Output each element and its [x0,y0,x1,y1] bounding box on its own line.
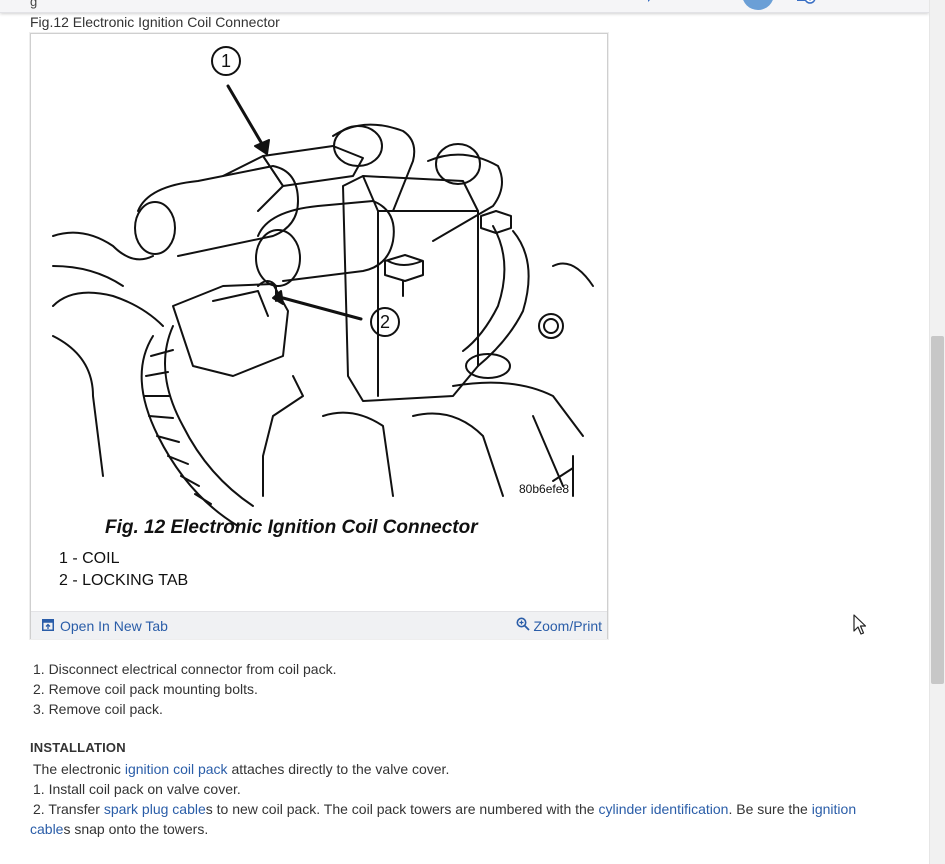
intro-text-a: The electronic [33,761,125,777]
chat-icon[interactable] [645,0,663,12]
top-bar-text: g [30,0,38,9]
removal-steps-list: 1. Disconnect electrical connector from … [33,659,336,719]
list-item: 2. Remove coil pack mounting bolts. [33,681,258,697]
ignition-coil-pack-link[interactable]: ignition coil pack [124,761,228,777]
installation-step-2: 2. Transfer spark plug cables to new coi… [30,799,910,839]
top-app-bar: g [0,0,929,13]
installation-intro: The electronic ignition coil pack attach… [33,759,913,779]
figure-image: 1 2 80b6efe8 Fig. 12 Electronic Ignition… [33,36,605,610]
figure-caption: Fig.12 Electronic Ignition Coil Connecto… [30,14,280,30]
add-document-icon[interactable] [795,0,819,12]
step2-text-d: s snap onto the towers. [63,821,209,837]
step2-text-b: s to new coil pack. The coil pack towers… [205,801,599,817]
step2-text-a: 2. Transfer [33,801,104,817]
legend-item-coil: 1 - COIL [59,550,120,567]
open-new-tab-label: Open In New Tab [60,618,168,634]
installation-heading: INSTALLATION [30,740,126,755]
intro-text-b: attaches directly to the valve cover. [227,761,450,777]
chevron-icon[interactable] [866,0,876,7]
mouse-cursor-icon [853,614,867,641]
ignition-link-part-b: cable [30,821,64,837]
list-item: 3. Remove coil pack. [33,701,163,717]
legend-item-locking-tab: 2 - LOCKING TAB [59,572,188,589]
figure-footer: Open In New Tab Zoom/Print [31,611,607,639]
figure-card: 1 2 80b6efe8 Fig. 12 Electronic Ignition… [30,33,608,639]
callout-2: 2 [380,312,390,332]
zoom-icon [516,617,530,634]
image-code: 80b6efe8 [519,482,569,496]
list-item: 1. Disconnect electrical connector from … [33,661,337,677]
installation-step-1: 1. Install coil pack on valve cover. [33,781,241,797]
cylinder-identification-link[interactable]: cylinder identification [598,801,729,817]
avatar[interactable] [742,0,774,10]
scrollbar[interactable] [929,0,945,864]
zoom-print-link[interactable]: Zoom/Print [516,617,602,634]
scrollbar-thumb[interactable] [931,336,944,684]
ignition-link-part-a: ignition [811,801,857,817]
open-new-tab-icon [42,618,54,634]
spark-plug-cable-link[interactable]: spark plug cable [103,801,206,817]
zoom-print-label: Zoom/Print [533,617,602,634]
step2-text-c: . Be sure the [728,801,812,817]
open-new-tab-link[interactable]: Open In New Tab [42,618,168,634]
image-title: Fig. 12 Electronic Ignition Coil Connect… [105,517,479,538]
ignition-cable-link[interactable]: ignition cable [30,801,856,837]
callout-1: 1 [221,51,231,71]
